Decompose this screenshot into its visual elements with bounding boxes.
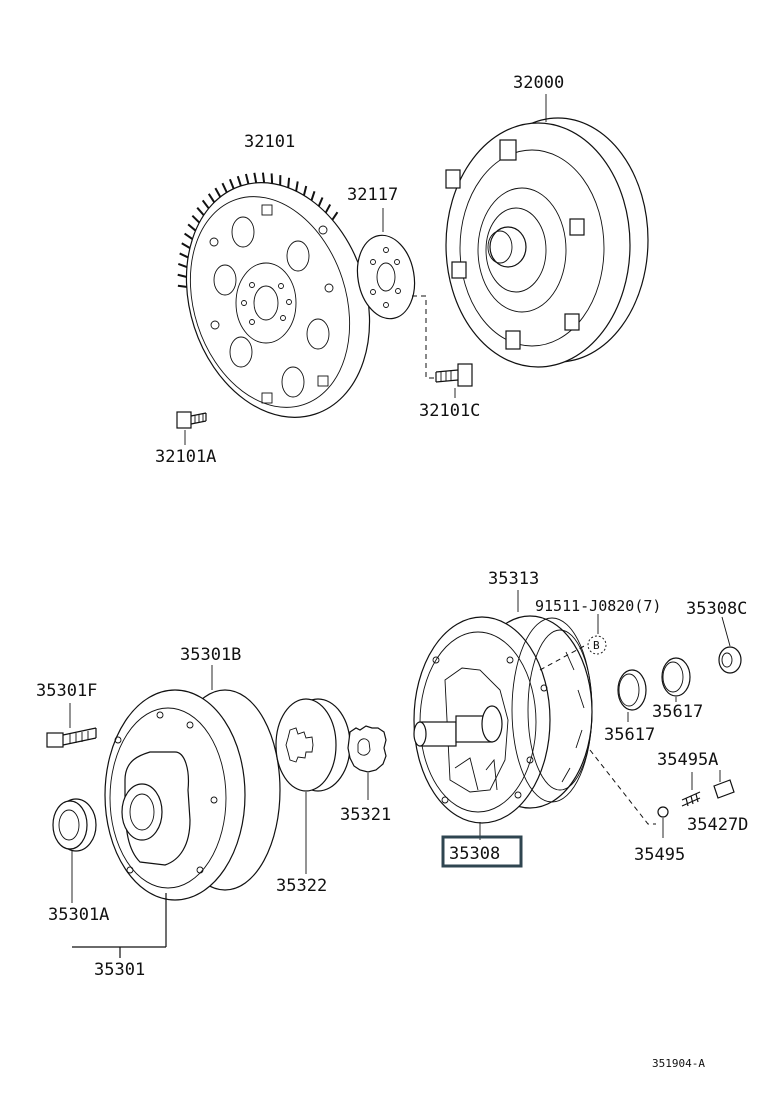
gear-tooth [178, 286, 187, 287]
oil-pump-body-35301B[interactable] [105, 665, 280, 900]
part-label-35495[interactable]: 35495 [634, 845, 685, 865]
part-label-35308C[interactable]: 35308C [686, 599, 747, 619]
gear-tooth [304, 186, 306, 196]
gear-tooth [178, 264, 187, 267]
part-label-32117[interactable]: 32117 [347, 185, 398, 205]
part-label-32101[interactable]: 32101 [244, 132, 295, 152]
part-label-35308[interactable]: 35308 [449, 844, 500, 864]
reference-label-B: B [593, 639, 600, 652]
gear-tooth [230, 179, 234, 189]
seal-ring-35617-b[interactable] [662, 658, 690, 702]
gear-tooth [215, 188, 220, 198]
gear-tooth [238, 176, 241, 187]
gear-tooth [188, 224, 196, 230]
stator-shaft-35308[interactable] [414, 616, 592, 840]
gear-tooth [203, 200, 209, 209]
part-label-35617-b[interactable]: 35617 [652, 702, 703, 722]
check-ball-35495[interactable] [658, 807, 668, 838]
gear-tooth [182, 243, 190, 248]
gear-tooth [254, 173, 256, 184]
bracket-35301 [72, 893, 166, 958]
part-label-35495A[interactable]: 35495A [657, 750, 718, 770]
part-label-35301A[interactable]: 35301A [48, 905, 109, 925]
part-label-35301B[interactable]: 35301B [180, 645, 241, 665]
gear-tooth [319, 198, 323, 207]
drive-gear-35321[interactable] [348, 726, 386, 800]
figure-code: 351904-A [652, 1057, 705, 1070]
part-label-35301[interactable]: 35301 [94, 960, 145, 980]
gear-tooth [246, 174, 249, 185]
gear-tooth [180, 253, 188, 257]
bolt-32101C[interactable] [436, 364, 472, 398]
gear-tooth [197, 208, 204, 216]
plug-35427D[interactable] [714, 770, 734, 798]
part-label-91511-J0820[interactable]: 91511-J0820(7) [535, 597, 661, 615]
gear-tooth [192, 216, 199, 223]
gear-tooth [185, 234, 193, 240]
gear-tooth [222, 183, 227, 193]
gear-tooth [263, 173, 264, 184]
part-label-35313[interactable]: 35313 [488, 569, 539, 589]
leader-32117-to-32101C [412, 296, 436, 378]
gear-tooth [209, 194, 215, 203]
part-label-32101C[interactable]: 32101C [419, 401, 480, 421]
part-label-35301F[interactable]: 35301F [36, 681, 97, 701]
seal-ring-35617-a[interactable] [618, 670, 646, 722]
gear-tooth [178, 275, 187, 277]
gear-tooth [332, 212, 337, 220]
part-label-32000[interactable]: 32000 [513, 73, 564, 93]
part-label-35427D[interactable]: 35427D [687, 815, 748, 835]
bolt-32101A[interactable] [177, 412, 206, 445]
oil-seal-35301A[interactable] [53, 799, 96, 903]
bolt-35301F[interactable] [47, 703, 96, 747]
bush-35308C[interactable] [719, 617, 741, 673]
part-label-35617-a[interactable]: 35617 [604, 725, 655, 745]
gear-tooth [326, 205, 330, 213]
leader-35495 [590, 750, 656, 824]
part-label-32101A[interactable]: 32101A [155, 447, 216, 467]
driven-gear-35322[interactable] [276, 699, 350, 874]
part-label-35322[interactable]: 35322 [276, 876, 327, 896]
gear-tooth [288, 178, 289, 188]
part-label-35321[interactable]: 35321 [340, 805, 391, 825]
spring-35495A[interactable] [682, 772, 700, 806]
gear-tooth [272, 173, 273, 184]
torque-converter-32000[interactable] [446, 94, 648, 367]
gear-tooth [311, 191, 314, 200]
gear-tooth [296, 181, 298, 191]
